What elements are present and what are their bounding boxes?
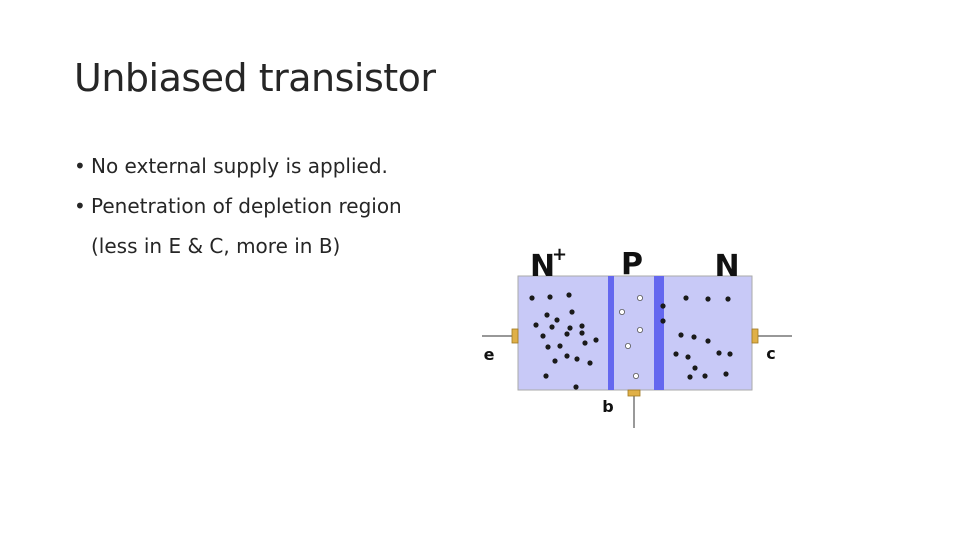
electron-dot xyxy=(593,337,599,343)
bullet-item: • No external supply is applied. xyxy=(74,146,402,186)
bullet-continuation: (less in E & C, more in B) xyxy=(91,234,341,258)
electron-dot xyxy=(723,371,729,377)
base-label: b xyxy=(602,397,613,416)
electron-dot xyxy=(705,296,711,302)
electron-dot xyxy=(702,373,708,379)
electron-dot xyxy=(716,350,722,356)
base-terminal xyxy=(627,389,641,397)
region-label-emitter: N xyxy=(530,249,555,284)
electron-dot xyxy=(725,296,731,302)
bullet-list: • No external supply is applied. • Penet… xyxy=(74,146,402,266)
emitter-terminal xyxy=(511,328,519,344)
bullet-text: Penetration of depletion region xyxy=(91,194,402,218)
electron-dot xyxy=(573,384,579,390)
region-label-collector: N xyxy=(714,249,739,284)
collector-terminal xyxy=(751,328,759,344)
electron-dot xyxy=(673,351,679,357)
electron-dot xyxy=(569,309,575,315)
electron-dot xyxy=(691,334,697,340)
npn-transistor-figure: N + P N e c b xyxy=(482,244,792,428)
carrier-group xyxy=(529,292,733,390)
electron-dot xyxy=(685,354,691,360)
hole-dot xyxy=(618,309,625,316)
electron-dot xyxy=(564,353,570,359)
electron-dot xyxy=(567,325,573,331)
depletion-band-base-collector xyxy=(654,276,664,390)
electron-dot xyxy=(574,356,580,362)
electron-dot xyxy=(678,332,684,338)
electron-dot xyxy=(566,292,572,298)
electron-dot xyxy=(564,331,570,337)
bullet-marker: • xyxy=(74,194,86,218)
bullet-item: • Penetration of depletion region xyxy=(74,186,402,226)
hole-dot xyxy=(632,372,639,379)
electron-dot xyxy=(547,294,553,300)
collector-label: c xyxy=(766,344,775,363)
electron-dot xyxy=(557,343,563,349)
transistor-diagram: N + P N e c b xyxy=(476,238,800,434)
electron-dot xyxy=(683,295,689,301)
electron-dot xyxy=(692,365,698,371)
electron-dot xyxy=(549,324,555,330)
electron-dot xyxy=(540,333,546,339)
electron-dot xyxy=(544,312,550,318)
electron-dot xyxy=(554,317,560,323)
hole-dot xyxy=(636,327,643,334)
electron-dot xyxy=(579,323,585,329)
electron-dot xyxy=(545,344,551,350)
electron-dot xyxy=(727,351,733,357)
region-label-base: P xyxy=(621,247,643,282)
slide-title: Unbiased transistor xyxy=(74,56,436,100)
electron-dot xyxy=(529,295,535,301)
transistor-body xyxy=(517,275,753,391)
electron-dot xyxy=(533,322,539,328)
hole-dot xyxy=(636,295,643,302)
electron-dot xyxy=(587,360,593,366)
electron-dot xyxy=(579,330,585,336)
electron-dot xyxy=(660,303,666,309)
bullet-marker: • xyxy=(74,154,86,178)
electron-dot xyxy=(582,340,588,346)
electron-dot xyxy=(543,373,549,379)
electron-dot xyxy=(552,358,558,364)
electron-dot xyxy=(705,338,711,344)
emitter-doping-superscript: + xyxy=(552,244,567,265)
depletion-band-emitter-base xyxy=(608,276,614,390)
electron-dot xyxy=(660,318,666,324)
electron-dot xyxy=(687,374,693,380)
bullet-text: No external supply is applied. xyxy=(91,154,388,178)
emitter-label: e xyxy=(484,345,495,364)
hole-dot xyxy=(624,343,631,350)
